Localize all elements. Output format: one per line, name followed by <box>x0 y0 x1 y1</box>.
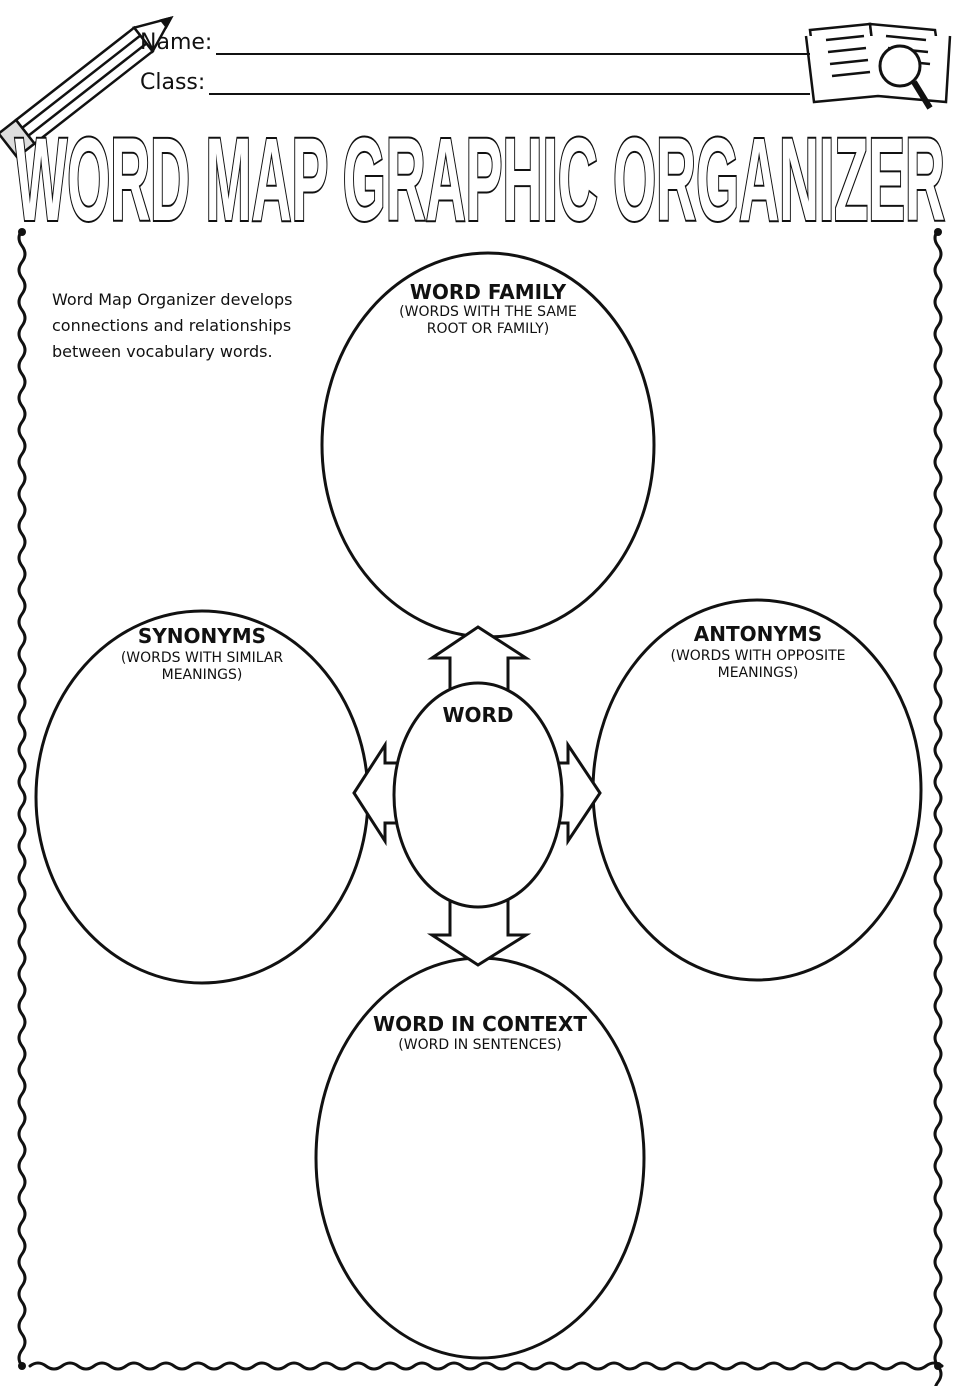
synonyms-title: SYNONYMS <box>137 624 267 648</box>
open-book-icon <box>804 22 952 104</box>
name-row: Name: <box>140 30 810 55</box>
name-label: Name: <box>140 30 213 55</box>
bottom-border <box>28 1361 944 1371</box>
page-title: WORD MAP GRAPHIC ORGANIZER <box>13 112 947 238</box>
intro-text: Word Map Organizer develops connections … <box>52 290 293 361</box>
word-family-title: WORD FAMILY <box>409 280 567 304</box>
left-border <box>17 228 27 1368</box>
name-field[interactable] <box>216 33 810 55</box>
page-title-text: WORD MAP GRAPHIC ORGANIZER <box>15 114 945 238</box>
pencil-icon <box>0 15 174 159</box>
word-family-subtitle: (WORDS WITH THE SAME ROOT OR FAMILY) <box>399 304 577 337</box>
right-border <box>933 228 943 1386</box>
synonyms-subtitle: (WORDS WITH SIMILAR MEANINGS) <box>120 650 284 683</box>
context-title: WORD IN CONTEXT <box>373 1012 587 1036</box>
center-word-ellipse <box>392 681 564 909</box>
antonyms-subtitle: (WORDS WITH OPPOSITE MEANINGS) <box>670 648 846 681</box>
magnifying-glass-icon <box>878 44 933 110</box>
antonyms-title: ANTONYMS <box>693 622 823 646</box>
context-subtitle: (WORD IN SENTENCES) <box>398 1037 562 1053</box>
center-word-title: WORD <box>442 703 514 727</box>
class-label: Class: <box>140 70 206 95</box>
class-field[interactable] <box>209 73 810 95</box>
class-row: Class: <box>140 70 810 95</box>
